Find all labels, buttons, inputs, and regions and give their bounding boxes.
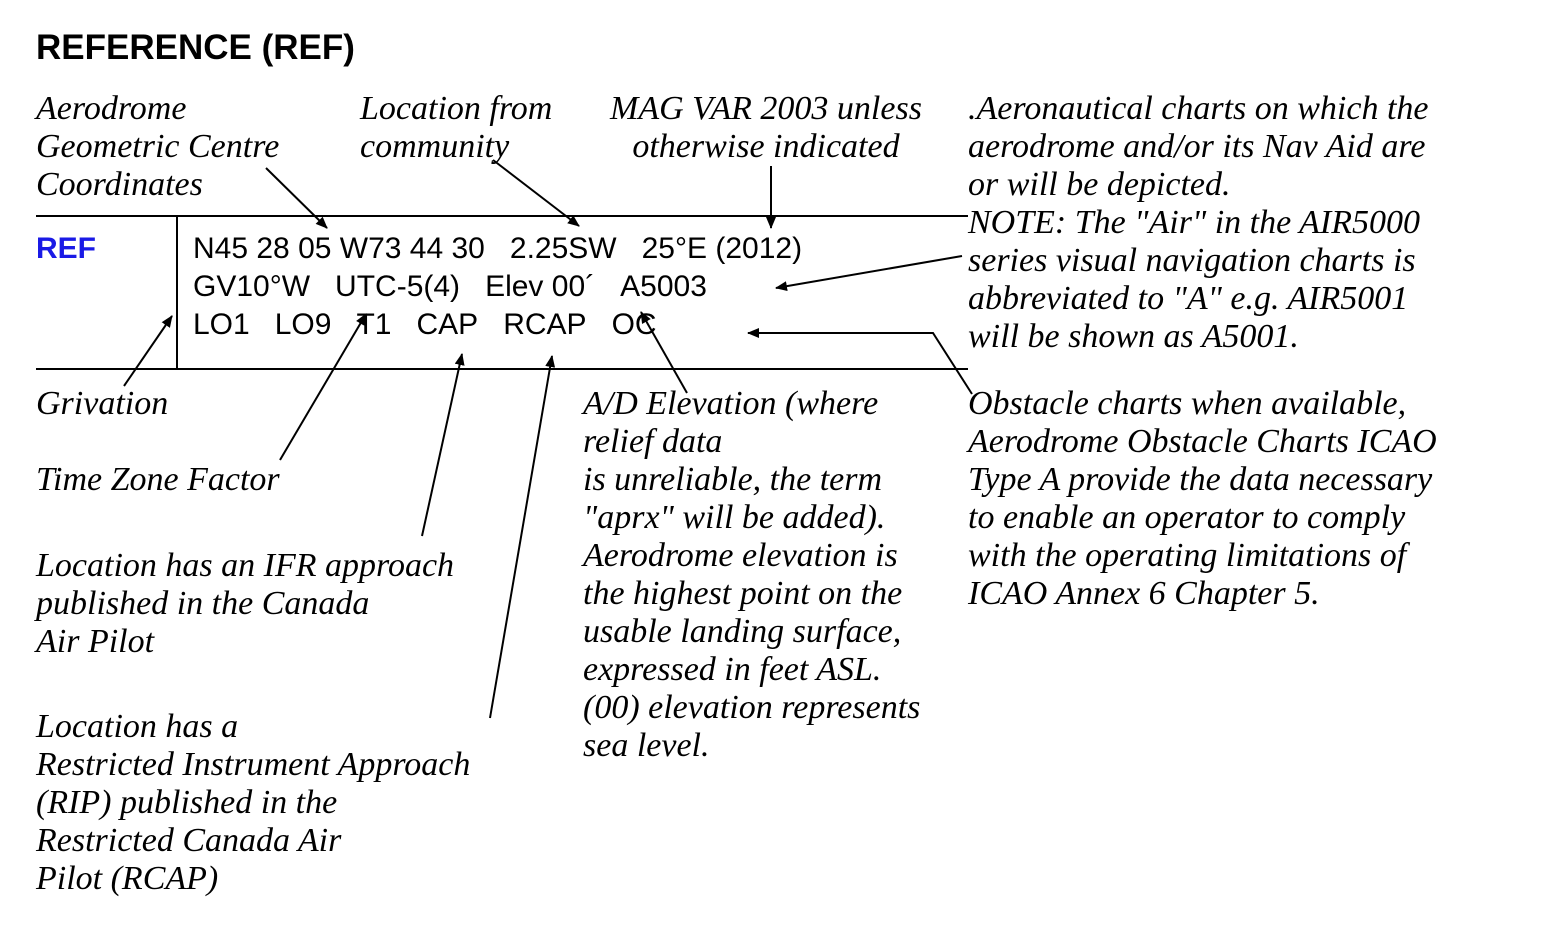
annotation-line: A/D Elevation (where [583,385,879,422]
annotation-line: to enable an operator to comply [968,499,1406,536]
annotation-line: otherwise indicated [632,128,900,165]
annotation-rip: Location has a Restricted Instrument App… [36,708,470,898]
annotation-time-zone: Time Zone Factor [36,461,280,499]
ref-line-3: LO1 LO9 T1 CAP RCAP OC [193,306,657,344]
annotation-line: Geometric Centre [36,128,280,165]
annotation-line: Restricted Instrument Approach [36,746,471,783]
annotation-line: (00) elevation represents [583,689,921,726]
annotation-line: Location has a [36,708,239,745]
rcap-value: RCAP [503,308,587,341]
annotation-line: relief data [583,423,723,460]
annotation-line: the highest point on the [583,575,903,612]
annotation-line: Type A provide the data necessary [968,461,1433,498]
annotation-line: or will be depicted. [968,166,1231,203]
arrow-ad-elevation [640,311,688,394]
annotation-mag-var: MAG VAR 2003 unless otherwise indicated [610,90,922,166]
annotation-line: community [360,128,510,165]
mag-var-value: 25°E (2012) [641,232,803,265]
annotation-line: Grivation [36,385,169,422]
arrow-time-zone [279,313,367,461]
time-zone-value: UTC-5(4) [335,270,461,303]
ref-label: REF [36,232,96,265]
location-from-community-value: 2.25SW [509,232,617,265]
annotation-aeronautical-charts: .Aeronautical charts on which the aerodr… [968,90,1429,356]
arrow-grivation [123,315,173,387]
annotation-geometric-centre: Aerodrome Geometric Centre Coordinates [36,90,279,204]
annotation-line: Aerodrome elevation is [583,537,898,574]
annotation-line: NOTE: The "Air" in the AIR5000 [968,204,1420,241]
t1-value: T1 [356,308,392,341]
oc-value: OC [611,308,657,341]
annotation-line: Air Pilot [36,623,155,660]
annotation-line: will be shown as A5001. [968,318,1299,355]
annotation-line: Pilot (RCAP) [36,860,219,897]
annotation-line: Restricted Canada Air [36,822,342,859]
annotation-line: series visual navigation charts is [968,242,1416,279]
annotation-line: aerodrome and/or its Nav Aid are [968,128,1426,165]
coordinates-value: N45 28 05 W73 44 30 [193,232,485,265]
annotation-line: Aerodrome Obstacle Charts ICAO [968,423,1437,460]
diagram-title: REFERENCE (REF) [36,28,355,67]
annotation-line: is unreliable, the term [583,461,883,498]
annotation-grivation: Grivation [36,385,168,423]
annotation-ad-elevation: A/D Elevation (where relief data is unre… [583,385,920,765]
arrow-location-from-community [492,159,580,227]
annotation-line: Obstacle charts when available, [968,385,1407,422]
annotation-line: usable landing surface, [583,613,902,650]
lo1-value: LO1 [193,308,250,341]
annotation-line: Time Zone Factor [36,461,280,498]
annotation-line: with the operating limitations of [968,537,1407,574]
arrow-rip [489,355,556,719]
annotation-line: Coordinates [36,166,203,203]
cap-value: CAP [416,308,479,341]
annotation-line: "aprx" will be added). [583,499,886,536]
ref-line-2: GV10°W UTC-5(4) Elev 00´ A5003 [193,268,707,306]
ref-line-1: N45 28 05 W73 44 30 2.25SW 25°E (2012) [193,230,802,268]
elevation-value: Elev 00´ [485,270,596,303]
annotation-line: Location has an IFR approach [36,547,455,584]
chart-value: A5003 [620,270,707,303]
arrow-aeronautical-charts [775,255,963,292]
arrow-ifr-approach [421,353,465,537]
annotation-line: published in the Canada [36,585,370,622]
annotation-line: Aerodrome [36,90,187,127]
annotation-line: abbreviated to "A" e.g. AIR5001 [968,280,1409,317]
annotation-line: ICAO Annex 6 Chapter 5. [968,575,1320,612]
grivation-value: GV10°W [193,270,311,303]
annotation-line: MAG VAR 2003 unless [610,90,922,127]
annotation-obstacle-charts: Obstacle charts when available, Aerodrom… [968,385,1437,613]
annotation-line: expressed in feet ASL. [583,651,882,688]
lo9-value: LO9 [274,308,332,341]
arrow-geometric-centre [265,167,328,229]
annotation-line: .Aeronautical charts on which the [968,90,1429,127]
arrow-obstacle-charts [747,328,973,395]
annotation-line: sea level. [583,727,710,764]
annotation-location-from-community: Location from community [360,90,552,166]
annotation-line: (RIP) published in the [36,784,338,821]
annotation-ifr-approach: Location has an IFR approach published i… [36,547,454,661]
annotation-line: Location from [360,90,553,127]
